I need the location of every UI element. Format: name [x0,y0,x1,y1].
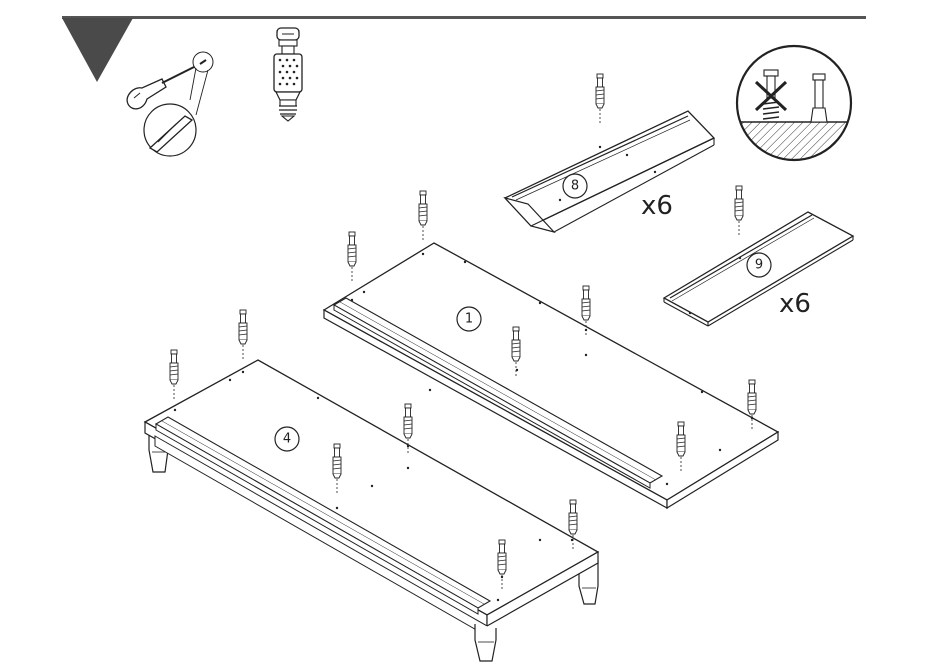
panel-1-number: 1 [465,312,473,327]
no-overtighten-icon [736,46,856,162]
cam-dowel-icon [274,28,302,121]
screwdriver-icon [127,52,213,156]
panel-4-number: 4 [283,432,291,447]
step-marker-triangle [62,18,133,82]
panel-8-quantity: x6 [641,191,673,221]
panel-9: 9 [664,186,853,326]
panel-9-quantity: x6 [779,289,811,319]
panel-8-number: 8 [571,179,579,194]
panel-9-number: 9 [755,258,763,273]
panel-8: 8 [505,74,714,232]
